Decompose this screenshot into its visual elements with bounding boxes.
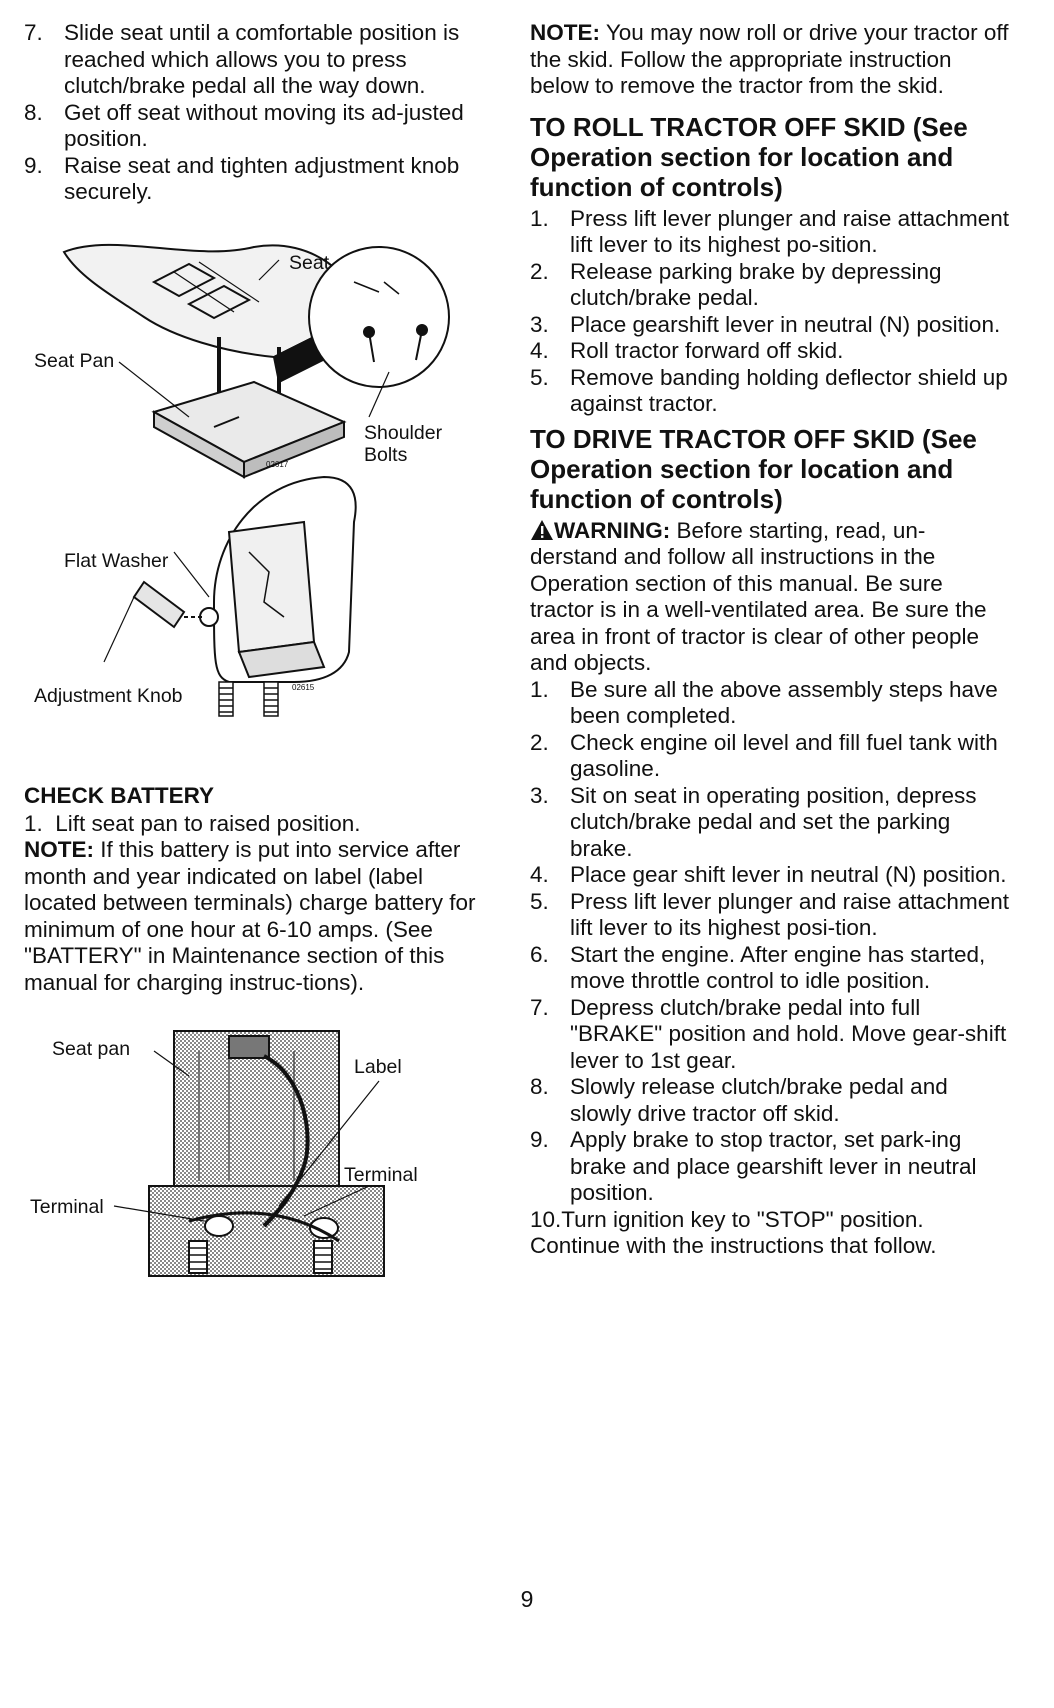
list-item: 5.Remove banding holding deflector shiel… <box>530 364 1008 417</box>
label-adjustment-knob: Adjustment Knob <box>34 684 183 707</box>
warning-triangle-icon <box>531 519 553 540</box>
label-shoulder-bolts-line2: Bolts <box>364 443 408 466</box>
seat-assembly-figure: Seat Seat Pan Shoulder Bolts Flat Washer… <box>24 222 494 762</box>
label-terminal-right: Terminal <box>344 1164 418 1186</box>
seat-adjust-steps: 7.Slide seat until a comfortable positio… <box>24 20 494 206</box>
list-item: 3.Place gearshift lever in neutral (N) p… <box>530 311 1001 337</box>
list-item: 2.Release parking brake by depressing cl… <box>530 258 942 311</box>
list-item: 7.Depress clutch/brake pedal into full "… <box>530 994 1007 1073</box>
battery-illustration <box>113 1030 385 1277</box>
seat-assembly-illustration <box>62 243 450 717</box>
list-item: 8.Slowly release clutch/brake pedal and … <box>530 1074 948 1126</box>
list-item: 9.Raise seat and tighten adjustment knob… <box>24 152 460 205</box>
right-column: NOTE: You may now roll or drive your tra… <box>530 20 1010 1260</box>
roll-tractor-heading: TO ROLL TRACTOR OFF SKID (See Operation … <box>530 111 968 202</box>
list-item: 2.Check engine oil level and fill fuel t… <box>530 729 998 782</box>
battery-note: NOTE: If this battery is put into servic… <box>24 837 476 995</box>
closing-text: Continue with the instructions that foll… <box>530 1233 937 1258</box>
list-item: 7.Slide seat until a comfortable positio… <box>24 20 460 98</box>
label-shoulder-bolts-line1: Shoulder <box>364 421 443 444</box>
warning-paragraph: WARNING: Before starting, read, un-derst… <box>530 517 987 676</box>
list-item: 1.Be sure all the above assembly steps h… <box>530 676 998 729</box>
drive-tractor-heading: TO DRIVE TRACTOR OFF SKID (See Operation… <box>530 423 977 514</box>
label-flat-washer: Flat Washer <box>64 549 169 572</box>
check-battery-step: 1. Lift seat pan to raised position. <box>24 810 361 836</box>
label-seat: Seat <box>289 251 330 274</box>
left-column: 7.Slide seat until a comfortable positio… <box>24 20 494 1306</box>
list-item: 9.Apply brake to stop tractor, set park-… <box>530 1127 977 1205</box>
battery-figure: Seat pan Label Terminal Terminal <box>24 1016 494 1306</box>
roll-tractor-steps: 1.Press lift lever plunger and raise att… <box>530 206 1010 418</box>
label-terminal-left: Terminal <box>30 1196 104 1218</box>
check-battery-heading: CHECK BATTERY <box>24 782 214 808</box>
part-code: 02617 <box>266 459 289 469</box>
list-item: 4.Place gear shift lever in neutral (N) … <box>530 862 1007 887</box>
label-battery-label: Label <box>354 1056 402 1078</box>
skid-note: NOTE: You may now roll or drive your tra… <box>530 20 1009 98</box>
label-seat-pan: Seat Pan <box>34 349 115 372</box>
part-code: 02615 <box>292 682 315 692</box>
list-item: 8.Get off seat without moving its ad-jus… <box>24 99 464 152</box>
page-number: 9 <box>520 1586 534 1612</box>
list-item: 3.Sit on seat in operating position, dep… <box>530 782 977 861</box>
list-item: 4.Roll tractor forward off skid. <box>530 338 844 363</box>
list-item: 1.Press lift lever plunger and raise att… <box>530 205 1009 258</box>
list-item: 6.Start the engine. After engine has sta… <box>530 941 986 994</box>
list-item: 5.Press lift lever plunger and raise att… <box>530 888 1009 941</box>
drive-tractor-steps: 1.Be sure all the above assembly steps h… <box>530 677 1010 1207</box>
label-battery-seat-pan: Seat pan <box>52 1038 131 1060</box>
drive-step-10: 10.Turn ignition key to "STOP" position. <box>530 1206 924 1232</box>
